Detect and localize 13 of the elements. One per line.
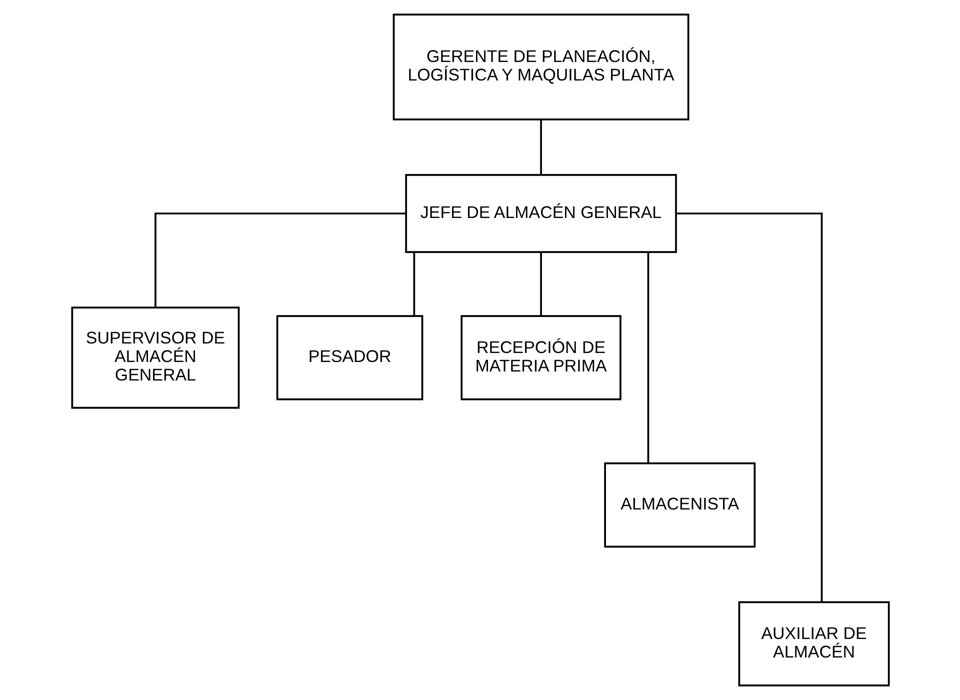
node-box: GERENTE DE PLANEACIÓN, LOGÍSTICA Y MAQUILAS PLANTA bbox=[392, 14, 689, 120]
connector bbox=[540, 119, 542, 175]
connector bbox=[154, 212, 406, 308]
connector bbox=[540, 252, 542, 316]
connector bbox=[412, 252, 415, 316]
node-box: JEFE DE ALMACÉN GENERAL bbox=[404, 174, 676, 253]
connector bbox=[646, 252, 649, 464]
node-box: RECEPCIÓN DE MATERIA PRIMA bbox=[460, 315, 621, 400]
connector bbox=[676, 212, 822, 602]
node-box: AUXILIAR DE ALMACÉN bbox=[738, 601, 890, 686]
node-box: SUPERVISOR DE ALMACÉN GENERAL bbox=[70, 306, 240, 409]
node-box: PESADOR bbox=[276, 315, 423, 400]
node-box: ALMACENISTA bbox=[604, 462, 756, 548]
